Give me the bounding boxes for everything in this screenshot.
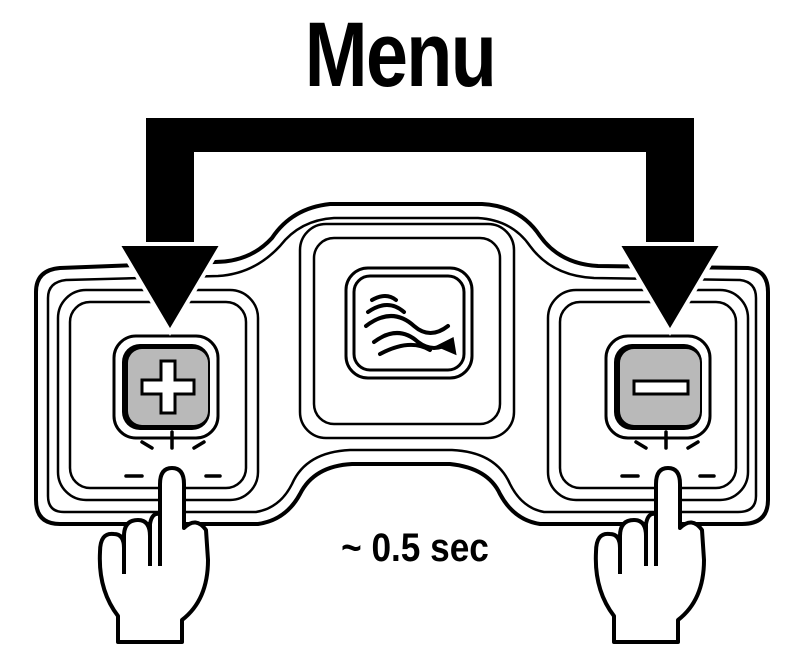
bracket-top-bar bbox=[146, 118, 694, 152]
press-indicator-right bbox=[620, 430, 716, 478]
diagram-title: Menu bbox=[304, 3, 497, 106]
arrow-down-icon bbox=[614, 242, 726, 336]
device-housing bbox=[34, 202, 770, 526]
minus-icon bbox=[632, 379, 690, 396]
plus-button[interactable] bbox=[112, 334, 220, 440]
press-indicator-left bbox=[124, 430, 222, 478]
right-key-frame-inner bbox=[558, 300, 738, 490]
pointing-hand-icon bbox=[593, 466, 706, 644]
pointing-hand-icon bbox=[97, 466, 210, 644]
housing-outer-outline bbox=[34, 202, 770, 526]
press-duration-label: ~ 0.5 sec bbox=[341, 525, 489, 570]
center-sonar-button[interactable] bbox=[344, 266, 474, 380]
minus-button[interactable] bbox=[604, 334, 712, 440]
menu-arrow-bracket bbox=[114, 118, 726, 336]
bracket-right-stem bbox=[646, 118, 694, 254]
center-key-frame-outer bbox=[298, 222, 516, 440]
plus-icon bbox=[140, 359, 196, 415]
arrow-down-icon bbox=[114, 242, 226, 336]
sonar-wave-icon bbox=[364, 294, 457, 356]
housing-inner-outline bbox=[46, 216, 758, 514]
bracket-left-stem bbox=[146, 118, 194, 254]
center-key-frame-inner bbox=[312, 236, 502, 426]
